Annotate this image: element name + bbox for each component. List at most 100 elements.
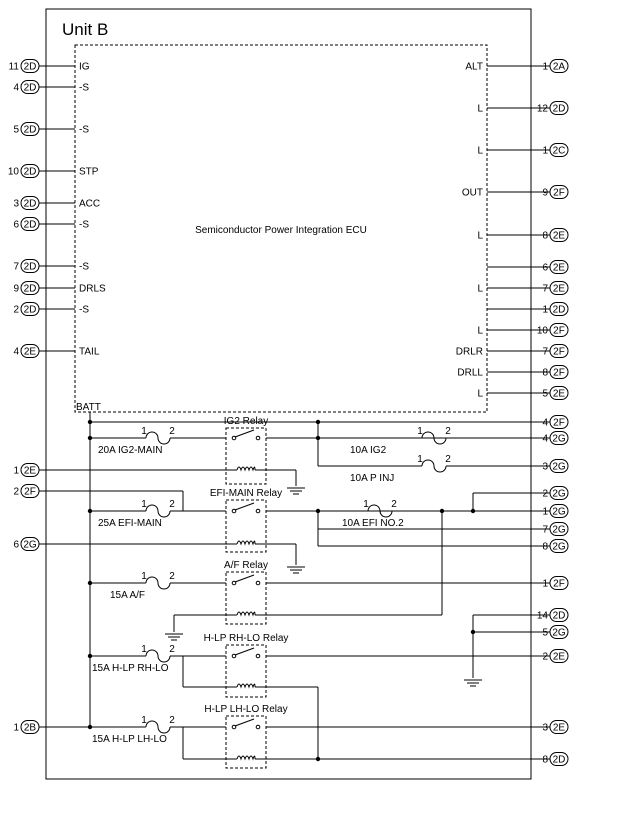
pin-number: 1 bbox=[542, 146, 548, 157]
ecu-pin-label: L bbox=[477, 104, 483, 115]
relay-contact bbox=[255, 508, 261, 514]
pin-number: 9 bbox=[542, 188, 548, 199]
pin-number: 7 bbox=[542, 284, 548, 295]
fuse-pin-2: 2 bbox=[169, 715, 175, 726]
fuse-label: 10A P INJ bbox=[350, 473, 394, 484]
ecu-pin-label: DRLS bbox=[79, 284, 106, 295]
fuse-pin-2: 2 bbox=[391, 499, 397, 510]
connector-id: 2E bbox=[553, 723, 566, 734]
relay-switch-arm bbox=[234, 574, 255, 583]
ecu-pin-label: L bbox=[477, 231, 483, 242]
fuse-pin-1: 1 bbox=[141, 644, 147, 655]
connector-id: 2F bbox=[553, 326, 565, 337]
pin-number: 4 bbox=[542, 418, 548, 429]
fuse-pin-1: 1 bbox=[141, 426, 147, 437]
fuse-label: 15A H-LP RH-LO bbox=[92, 663, 169, 674]
pin-number: 10 bbox=[8, 167, 20, 178]
unit-title: Unit B bbox=[62, 20, 108, 39]
fuse-symbol bbox=[145, 504, 171, 518]
pin-number: 2 bbox=[542, 652, 548, 663]
pin-number: 1 bbox=[13, 466, 19, 477]
ecu-label: Semiconductor Power Integration ECU bbox=[195, 225, 367, 236]
connector-id: 2G bbox=[552, 489, 566, 500]
unit-border bbox=[45, 8, 532, 780]
connector-id: 2B bbox=[24, 723, 37, 734]
relay-box bbox=[225, 571, 267, 625]
pin-number: 8 bbox=[542, 231, 548, 242]
ecu-pin-label: STP bbox=[79, 167, 99, 178]
pin-number: 1 bbox=[542, 579, 548, 590]
ecu-pin-label: -S bbox=[79, 305, 89, 316]
ecu-box bbox=[74, 44, 488, 413]
fuse-pin-2: 2 bbox=[169, 644, 175, 655]
ecu-pin-label: -S bbox=[79, 220, 89, 231]
ecu-pin-label: -S bbox=[79, 83, 89, 94]
connector-id: 2E bbox=[24, 466, 37, 477]
fuse-pin-2: 2 bbox=[169, 426, 175, 437]
connector-id: 2D bbox=[24, 62, 37, 73]
fuse-pin-1: 1 bbox=[363, 499, 369, 510]
ecu-pin-label: L bbox=[477, 326, 483, 337]
fuse-label: 10A IG2 bbox=[350, 445, 387, 456]
relay-switch-arm bbox=[234, 718, 255, 727]
pin-number: 1 bbox=[542, 62, 548, 73]
ecu-pin-label: DRLR bbox=[456, 347, 483, 358]
relay-box bbox=[225, 715, 267, 769]
relay-contact bbox=[255, 653, 261, 659]
connector-id: 2D bbox=[24, 284, 37, 295]
connector-id: 2C bbox=[553, 146, 566, 157]
fuse-symbol bbox=[145, 576, 171, 590]
pin-number: 7 bbox=[542, 347, 548, 358]
pin-number: 5 bbox=[13, 125, 19, 136]
pin-number: 3 bbox=[542, 723, 548, 734]
pin-number: 4 bbox=[13, 347, 19, 358]
connector-id: 2F bbox=[553, 579, 565, 590]
relay-box bbox=[225, 499, 267, 553]
fuse-pin-1: 1 bbox=[417, 454, 423, 465]
relay-box bbox=[225, 427, 267, 485]
relay-label: A/F Relay bbox=[224, 560, 268, 571]
pin-number: 7 bbox=[542, 525, 548, 536]
connector-id: 2D bbox=[553, 104, 566, 115]
connector-id: 2A bbox=[553, 62, 566, 73]
junction-dot bbox=[87, 508, 93, 514]
fuse-label: 25A EFI-MAIN bbox=[98, 518, 162, 529]
wiring-lines bbox=[45, 8, 532, 780]
connector-id: 2D bbox=[553, 611, 566, 622]
fuse-symbol bbox=[421, 431, 447, 445]
relay-contact bbox=[255, 435, 261, 441]
pin-number: 5 bbox=[542, 628, 548, 639]
relay-label: H-LP LH-LO Relay bbox=[204, 704, 287, 715]
relay-contact bbox=[231, 653, 237, 659]
pin-number: 6 bbox=[542, 263, 548, 274]
pin-number: 5 bbox=[542, 389, 548, 400]
relay-switch-arm bbox=[234, 502, 255, 511]
connector-id: 2G bbox=[552, 525, 566, 536]
fuse-label: 15A H-LP LH-LO bbox=[92, 734, 167, 745]
connector-id: 2G bbox=[552, 462, 566, 473]
ecu-pin-label: OUT bbox=[462, 188, 483, 199]
connector-id: 2D bbox=[553, 755, 566, 766]
junction-dot bbox=[87, 580, 93, 586]
connector-id: 2D bbox=[553, 305, 566, 316]
connector-id: 2E bbox=[553, 652, 566, 663]
connector-id: 2G bbox=[552, 507, 566, 518]
pin-number: 2 bbox=[13, 305, 19, 316]
connector-id: 2D bbox=[24, 167, 37, 178]
connector-id: 2E bbox=[553, 263, 566, 274]
connector-id: 2D bbox=[24, 125, 37, 136]
connector-id: 2G bbox=[552, 628, 566, 639]
relay-coil bbox=[236, 611, 256, 617]
pin-number: 1 bbox=[13, 723, 19, 734]
relay-label: IG2 Relay bbox=[224, 416, 268, 427]
fuse-pin-1: 1 bbox=[417, 426, 423, 437]
fuse-pin-2: 2 bbox=[169, 571, 175, 582]
pin-number: 14 bbox=[537, 611, 549, 622]
pin-number: 1 bbox=[542, 507, 548, 518]
junction-dot bbox=[470, 629, 476, 635]
relay-coil bbox=[236, 683, 256, 689]
diagram-text: Unit B Semiconductor Power Integration E… bbox=[62, 20, 367, 413]
relay-contact bbox=[231, 508, 237, 514]
